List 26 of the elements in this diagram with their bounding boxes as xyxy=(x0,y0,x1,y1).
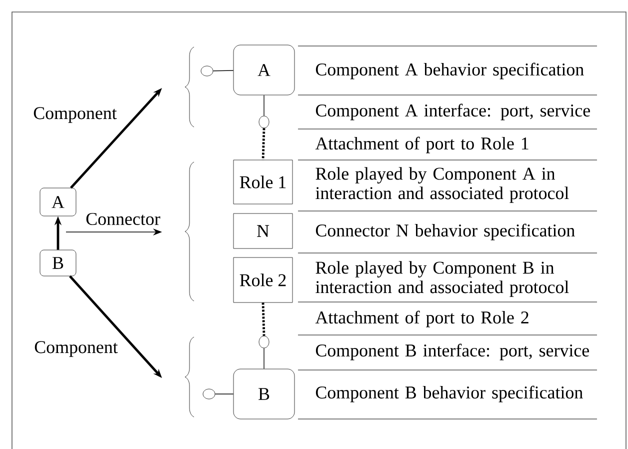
component-box: A xyxy=(40,188,76,216)
component-box: B xyxy=(233,368,295,420)
description-text: Component A interface: port, service xyxy=(316,104,590,120)
dotted-line xyxy=(262,128,266,160)
description-text: Attachment of port to Role 1 xyxy=(315,136,528,154)
dotted-line xyxy=(262,302,266,336)
description-text: Attachment of port to Role 2 xyxy=(315,310,528,328)
component-box: B xyxy=(40,250,76,276)
description-text: Component A behavior specification xyxy=(316,62,584,80)
edge-label: Component xyxy=(34,107,117,123)
port-circle xyxy=(202,388,216,400)
description-text: Component B behavior specification xyxy=(316,386,583,402)
line xyxy=(212,70,234,72)
port-circle xyxy=(258,336,270,348)
description-text: Connector N behavior specification xyxy=(316,224,575,240)
edge-label: Connector xyxy=(86,212,160,226)
description-text: Component B interface: port, service xyxy=(316,344,589,360)
role-box: Role 2 xyxy=(233,257,293,303)
edge-label: Component xyxy=(34,341,118,357)
description-text: Role played by Component A in interaction and associated protocol xyxy=(316,167,569,203)
description-text: Role played by Component B in interaction and associated protocol xyxy=(316,261,569,297)
component-box: A xyxy=(233,44,295,96)
port-circle xyxy=(258,116,270,128)
port-circle xyxy=(200,66,214,76)
role-box: N xyxy=(233,213,293,249)
role-box: Role 1 xyxy=(233,160,293,204)
